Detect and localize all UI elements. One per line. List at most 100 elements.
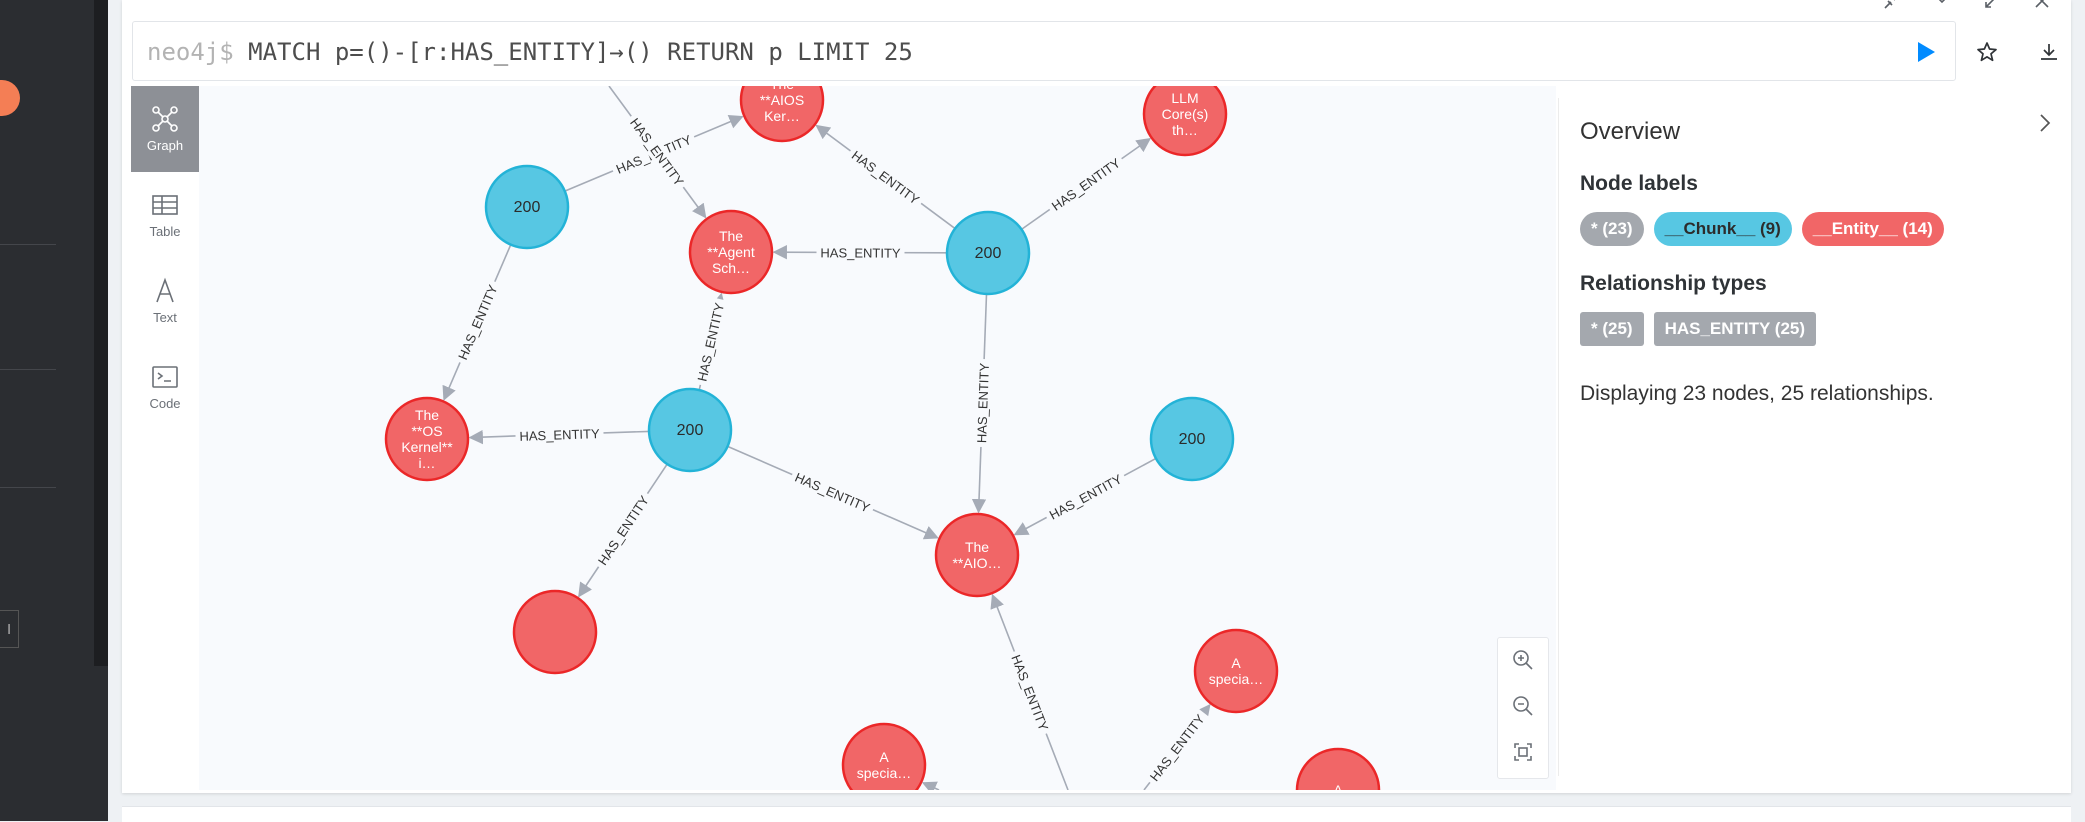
chunk-node[interactable]: 200 [1149, 396, 1235, 482]
node-caption: i… [418, 455, 435, 471]
node-caption: The [415, 407, 439, 423]
svg-text:HAS_ENTITY: HAS_ENTITY [849, 148, 923, 208]
node-labels-heading: Node labels [1580, 172, 1698, 195]
relationship-label[interactable]: HAS_ENTITY [1142, 707, 1211, 788]
svg-text:HAS_ENTITY: HAS_ENTITY [694, 301, 727, 383]
relationship-types-heading: Relationship types [1580, 272, 1767, 295]
rel-type-has-entity[interactable]: HAS_ENTITY (25) [1653, 312, 1817, 346]
zoom-out-icon [1513, 696, 1533, 716]
entity-node[interactable]: The**AgentSch… [688, 209, 774, 295]
tab-code-label: Code [149, 396, 181, 411]
tab-graph-label: Graph [146, 138, 184, 153]
node-label-chunk[interactable]: __Chunk__ (9) [1653, 212, 1792, 246]
node-caption: 200 [1179, 431, 1206, 448]
node-caption: Kernel** [401, 439, 453, 455]
relationship-label[interactable]: HAS_ENTITY [451, 278, 504, 367]
download-icon [2041, 44, 2057, 60]
node-label-entity[interactable]: __Entity__ (14) [1801, 212, 1944, 246]
entity-node[interactable]: LLMCore(s)th… [1142, 86, 1228, 157]
relationship-line[interactable] [921, 781, 940, 790]
user-avatar-badge[interactable] [0, 80, 20, 116]
relationship-label[interactable]: HAS_ENTITY [591, 488, 655, 572]
query-editor[interactable]: neo4j$ MATCH p=()-[r:HAS_ENTITY]→() RETU… [132, 21, 1956, 81]
query-text[interactable]: MATCH p=()-[r:HAS_ENTITY]→() RETURN p LI… [248, 38, 913, 66]
node-caption: specia… [857, 765, 911, 781]
zoom-in-button[interactable] [1511, 648, 1535, 672]
entity-node[interactable]: Aspecia… [841, 722, 927, 790]
node-label-all[interactable]: * (23) [1580, 212, 1644, 246]
relationship-label[interactable]: HAS_ENTITY [816, 243, 905, 262]
view-tabs: Graph Table Text Code [131, 86, 200, 790]
entity-node[interactable]: The**AIO… [934, 512, 1020, 598]
next-result-frame [122, 806, 2071, 822]
collapse-panel-button[interactable] [2034, 112, 2056, 134]
fit-view-icon [1514, 743, 1532, 761]
overview-title: Overview [1580, 118, 1681, 145]
svg-text:HAS_ENTITY: HAS_ENTITY [519, 426, 600, 444]
node-caption: 200 [514, 199, 541, 216]
relationship-label[interactable]: HAS_ENTITY [1044, 151, 1127, 217]
relationship-label[interactable]: HAS_ENTITY [971, 358, 994, 448]
sidebar-divider [0, 244, 56, 245]
entity-node[interactable]: The**AIOSKer… [739, 86, 825, 143]
node-labels-list: * (23) __Chunk__ (9) __Entity__ (14) [1580, 212, 2049, 246]
run-query-button[interactable] [1915, 40, 1937, 64]
download-button[interactable] [2037, 40, 2061, 64]
tab-table[interactable]: Table [131, 172, 199, 258]
favorite-button[interactable] [1975, 40, 1999, 64]
entity-node[interactable]: The**OSKernel**i… [384, 396, 470, 482]
graph-summary: Displaying 23 nodes, 25 relationships. [1580, 382, 1934, 405]
close-icon[interactable] [2033, 0, 2051, 15]
tab-graph[interactable]: Graph [131, 86, 199, 172]
relationship-label[interactable]: HAS_ENTITY [515, 423, 604, 445]
node-caption: The [965, 539, 989, 555]
graph-svg[interactable]: HAS_ENTITY HAS_ENTITY HAS_ENTITY HAS_ENTITY… [199, 86, 1556, 790]
pin-icon[interactable] [1883, 0, 1901, 15]
node-caption: A [1231, 655, 1241, 671]
svg-text:HAS_ENTITY: HAS_ENTITY [455, 282, 501, 362]
entity-node[interactable] [512, 589, 598, 675]
relationship-label[interactable]: HAS_ENTITY [1005, 648, 1055, 737]
svg-text:HAS_ENTITY: HAS_ENTITY [595, 493, 652, 568]
relationship-label[interactable]: HAS_ENTITY [788, 466, 877, 518]
chunk-node[interactable]: 200 [647, 387, 733, 473]
node-caption: The [719, 228, 743, 244]
tab-text-label: Text [153, 310, 177, 325]
relationship-label[interactable]: HAS_ENTITY [1042, 467, 1129, 526]
node-caption: **OS [411, 423, 442, 439]
chunk-node[interactable]: 200 [945, 210, 1031, 296]
chevron-right-icon [2040, 114, 2051, 132]
frame-actions [1883, 0, 2051, 15]
node-caption: Ker… [764, 108, 800, 124]
query-prompt: neo4j$ [147, 38, 234, 66]
svg-text:HAS_ENTITY: HAS_ENTITY [793, 470, 873, 516]
sidebar-toggle-button[interactable]: l [0, 610, 19, 648]
rel-type-all[interactable]: * (25) [1580, 312, 1644, 346]
star-icon [1977, 42, 1997, 62]
play-icon [1918, 42, 1935, 62]
node-caption: LLM [1171, 90, 1198, 106]
app-sidebar: l [0, 0, 108, 821]
node-caption: The [770, 86, 794, 92]
fit-view-button[interactable] [1511, 740, 1535, 764]
zoom-out-button[interactable] [1511, 694, 1535, 718]
overview-panel: Overview Node labels * (23) __Chunk__ (9… [1558, 98, 2070, 776]
sidebar-edge [94, 0, 108, 666]
relationship-label[interactable]: HAS_ENTITY [845, 143, 927, 211]
sidebar-divider [0, 487, 56, 488]
collapse-icon[interactable] [1933, 0, 1951, 15]
chunk-node[interactable]: 200 [484, 164, 570, 250]
node-caption: A [879, 749, 889, 765]
entity-node[interactable]: Aspecia… [1193, 628, 1279, 714]
svg-text:HAS_ENTITY: HAS_ENTITY [1147, 711, 1208, 784]
code-icon [152, 366, 178, 388]
relationship-label[interactable]: HAS_ENTITY [691, 297, 729, 387]
text-icon [156, 277, 174, 303]
table-icon [152, 195, 178, 215]
tab-code[interactable]: Code [131, 344, 199, 430]
fullscreen-icon[interactable] [1983, 0, 2001, 15]
node-caption: th… [1172, 122, 1198, 138]
graph-canvas[interactable]: HAS_ENTITY HAS_ENTITY HAS_ENTITY HAS_ENTITY… [199, 86, 1556, 790]
entity-node[interactable]: A [1295, 747, 1381, 790]
tab-text[interactable]: Text [131, 258, 199, 344]
